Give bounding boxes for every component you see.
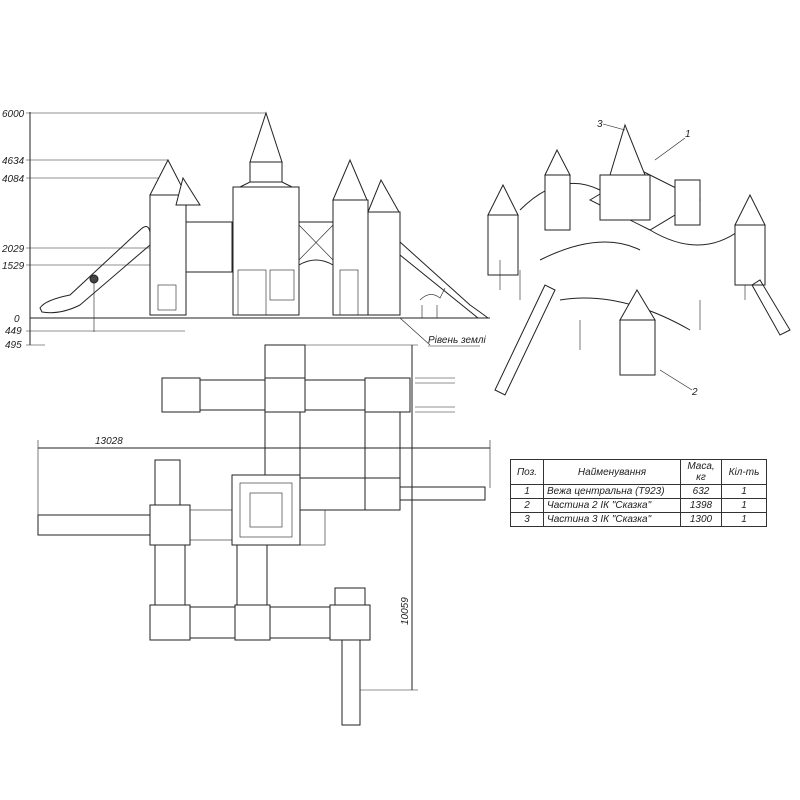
table-row: 1 Вежа центральна (Т923) 632 1	[510, 484, 767, 499]
plan-tower	[234, 604, 271, 641]
plan-deck	[199, 379, 266, 411]
isometric-view: 3 1 2	[487, 119, 791, 398]
cell-pos: 2	[510, 498, 544, 513]
header-name: Найменування	[543, 459, 681, 485]
right-tower	[332, 199, 369, 316]
height-label-2029: 2029	[1, 244, 25, 255]
bridge-left	[185, 221, 233, 273]
left-tower	[149, 194, 187, 316]
plan-view: 13028 10059	[37, 344, 491, 726]
cell-mass: 632	[680, 484, 722, 499]
depth-dimension-label: 10059	[400, 597, 411, 625]
plan-tower	[149, 604, 191, 641]
plan-walkway	[264, 411, 301, 476]
header-pos: Поз.	[510, 459, 544, 485]
cell-name: Частина 3 ІК "Сказка"	[543, 512, 681, 527]
specification-table: Поз. Найменування Маса,кг Кіл-ть 1 Вежа …	[510, 459, 767, 527]
header-mass: Маса,кг	[680, 459, 722, 485]
header-qty: Кіл-ть	[721, 459, 767, 485]
rope-bridge	[298, 221, 334, 266]
horse-figure	[419, 287, 446, 318]
plan-central-tower	[231, 474, 301, 546]
plan-tower	[364, 477, 401, 511]
plan-slide	[399, 486, 486, 501]
central-tower-spire	[249, 111, 283, 163]
cell-name: Частина 2 ІК "Сказка"	[543, 498, 681, 513]
plan-slide	[341, 639, 361, 726]
width-dimension-label: 13028	[95, 436, 123, 447]
left-slide	[39, 226, 151, 314]
height-label-0: 0	[14, 314, 20, 325]
iso-slide-left	[494, 284, 556, 396]
cell-name: Вежа центральна (Т923)	[543, 484, 681, 499]
plan-tower	[364, 377, 411, 413]
cell-pos: 3	[510, 512, 544, 527]
table-row: 2 Частина 2 ІК "Сказка" 1398 1	[510, 498, 767, 513]
height-label-4634: 4634	[2, 156, 25, 167]
plan-slide	[37, 514, 151, 536]
plan-tower	[149, 504, 191, 546]
left-tower-roof	[149, 158, 187, 196]
table-row: 3 Частина 3 ІК "Сказка" 1300 1	[510, 512, 767, 527]
callout-2: 2	[691, 387, 698, 398]
cell-mass: 1398	[680, 498, 722, 513]
iso-slide-right	[751, 279, 791, 336]
height-label-4084: 4084	[2, 174, 25, 185]
cell-qty: 1	[721, 484, 767, 499]
front-elevation: 6000 4634 4084 2029 1529 0 449 495	[1, 109, 490, 351]
height-label-6000: 6000	[2, 109, 25, 120]
iso-central-spire	[609, 123, 646, 176]
right-slide	[399, 240, 490, 319]
table-header-row: Поз. Найменування Маса,кг Кіл-ть	[510, 459, 767, 485]
header-mass-line1: Маса,	[687, 461, 715, 472]
cell-qty: 1	[721, 498, 767, 513]
plan-tower	[329, 604, 371, 641]
height-label-449: 449	[5, 326, 22, 337]
height-label-495: 495	[5, 340, 22, 351]
height-label-1529: 1529	[2, 261, 25, 272]
callout-1: 1	[685, 129, 691, 140]
plan-tower	[161, 377, 201, 413]
cell-qty: 1	[721, 512, 767, 527]
callout-3: 3	[597, 119, 603, 130]
ground-level-label: Рівень землі	[428, 335, 486, 346]
header-mass-line2: кг	[696, 472, 706, 483]
steering-wheel-icon	[89, 274, 99, 284]
cell-mass: 1300	[680, 512, 722, 527]
cell-pos: 1	[510, 484, 544, 499]
